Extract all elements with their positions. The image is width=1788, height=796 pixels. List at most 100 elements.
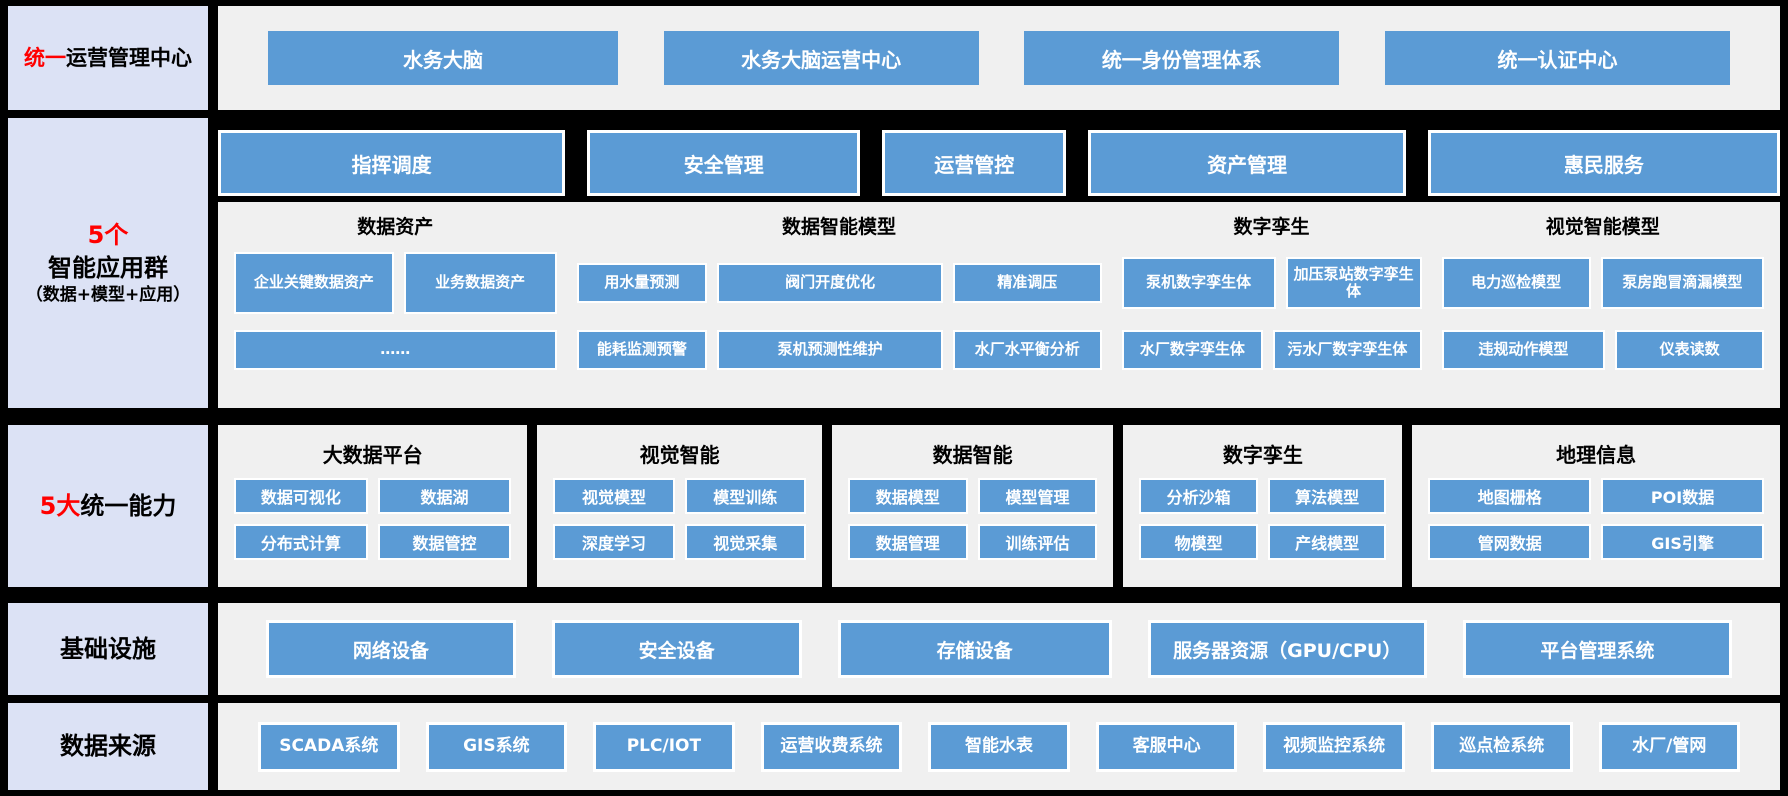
- map-raster-button[interactable]: 地图栅格: [1428, 478, 1592, 514]
- water-plant-digital-twin-button[interactable]: 水厂数字孪生体: [1121, 330, 1264, 370]
- gis-engine-button[interactable]: GIS引擎: [1601, 524, 1764, 560]
- production-line-model-button[interactable]: 产线模型: [1267, 524, 1387, 560]
- panel-data-intelligence: 数据智能 数据模型 模型管理 数据管理 训练评估: [831, 425, 1114, 587]
- group-data-assets: 数据资产 企业关键数据资产 业务数据资产 ……: [234, 210, 557, 400]
- panel-geographic-info-grid: 地图栅格 POI数据 管网数据 GIS引擎: [1428, 478, 1764, 560]
- pump-digital-twin-button[interactable]: 泵机数字孪生体: [1121, 257, 1276, 309]
- storage-equipment-button[interactable]: 存储设备: [837, 620, 1112, 678]
- vision-capture-button[interactable]: 视觉采集: [684, 524, 806, 560]
- model-management-button[interactable]: 模型管理: [977, 478, 1098, 514]
- panel-geographic-info-title: 地理信息: [1556, 443, 1637, 467]
- section-unified-capabilities: 5大统一能力 大数据平台 数据可视化 数据湖 分布式计算 数据管控 视觉智能 视…: [8, 425, 1780, 587]
- row-label-capabilities-highlight: 5大: [39, 491, 81, 520]
- violation-action-model-button[interactable]: 违规动作模型: [1441, 330, 1606, 370]
- group-data-assets-row2: ……: [234, 326, 557, 374]
- pump-predictive-maintenance-button[interactable]: 泵机预测性维护: [717, 330, 943, 370]
- data-model-button[interactable]: 数据模型: [847, 478, 968, 514]
- valve-opening-optimization-button[interactable]: 阀门开度优化: [717, 263, 943, 303]
- row-label-app-groups: 5个 智能应用群 （数据+模型+应用）: [8, 118, 208, 408]
- energy-monitoring-alert-button[interactable]: 能耗监测预警: [576, 330, 708, 370]
- section-unified-ops-center: 统一运营管理中心 水务大脑 水务大脑运营中心 统一身份管理体系 统一认证中心: [8, 6, 1780, 110]
- panel-geographic-info: 地理信息 地图栅格 POI数据 管网数据 GIS引擎: [1412, 425, 1780, 587]
- group-vision-models-row1: 电力巡检模型 泵房跑冒滴漏模型: [1441, 248, 1764, 318]
- deep-learning-button[interactable]: 深度学习: [553, 524, 675, 560]
- panel-data-intelligence-grid: 数据模型 模型管理 数据管理 训练评估: [847, 478, 1098, 560]
- asset-management-button[interactable]: 资产管理: [1088, 130, 1406, 196]
- panel-digital-twin: 数字孪生 分析沙箱 算法模型 物模型 产线模型: [1123, 425, 1403, 587]
- network-equipment-button[interactable]: 网络设备: [266, 620, 516, 678]
- training-evaluation-button[interactable]: 训练评估: [977, 524, 1098, 560]
- app-domain-header-strip: 指挥调度 安全管理 运营管控 资产管理 惠民服务: [218, 130, 1781, 196]
- identity-management-button[interactable]: 统一身份管理体系: [1024, 31, 1340, 85]
- billing-system-button[interactable]: 运营收费系统: [760, 721, 903, 772]
- scada-system-button[interactable]: SCADA系统: [258, 721, 400, 772]
- safety-management-button[interactable]: 安全管理: [587, 130, 861, 196]
- group-data-assets-row1: 企业关键数据资产 业务数据资产: [234, 248, 557, 318]
- video-surveillance-system-button[interactable]: 视频监控系统: [1263, 721, 1405, 772]
- data-lake-button[interactable]: 数据湖: [377, 478, 512, 514]
- group-vision-models-row2: 违规动作模型 仪表读数: [1441, 326, 1764, 374]
- group-data-intelligence-models: 数据智能模型 用水量预测 阀门开度优化 精准调压 能耗监测预警 泵机预测性维护 …: [576, 210, 1102, 400]
- security-equipment-button[interactable]: 安全设备: [551, 620, 802, 678]
- pipe-network-data-button[interactable]: 管网数据: [1428, 524, 1592, 560]
- enterprise-key-data-asset-button[interactable]: 企业关键数据资产: [234, 252, 394, 314]
- customer-service-center-button[interactable]: 客服中心: [1095, 721, 1238, 772]
- water-usage-forecast-button[interactable]: 用水量预测: [576, 263, 708, 303]
- app-groups-panel: 数据资产 企业关键数据资产 业务数据资产 …… 数据智能模型 用水量预测 阀门开…: [218, 202, 1780, 408]
- infrastructure-panel: 网络设备 安全设备 存储设备 服务器资源（GPU/CPU） 平台管理系统: [218, 603, 1780, 695]
- operation-control-button[interactable]: 运营管控: [882, 130, 1067, 196]
- group-data-intelligence-models-row2: 能耗监测预警 泵机预测性维护 水厂水平衡分析: [576, 326, 1102, 374]
- meter-reading-button[interactable]: 仪表读数: [1615, 330, 1764, 370]
- group-data-assets-title: 数据资产: [357, 215, 434, 238]
- more-ellipsis-button[interactable]: ……: [234, 330, 557, 370]
- section-data-sources: 数据来源 SCADA系统 GIS系统 PLC/IOT 运营收费系统 智能水表 客…: [8, 703, 1780, 790]
- section-app-groups: 5个 智能应用群 （数据+模型+应用） 指挥调度 安全管理 运营管控 资产管理 …: [8, 118, 1781, 408]
- section-infrastructure: 基础设施 网络设备 安全设备 存储设备 服务器资源（GPU/CPU） 平台管理系…: [8, 603, 1780, 695]
- data-management-button[interactable]: 数据管理: [847, 524, 968, 560]
- group-data-intelligence-models-row1: 用水量预测 阀门开度优化 精准调压: [576, 248, 1102, 318]
- panel-big-data-platform-title: 大数据平台: [322, 443, 423, 467]
- row-label-app-groups-count: 5个: [87, 221, 129, 250]
- distributed-computing-button[interactable]: 分布式计算: [234, 524, 368, 560]
- power-inspection-model-button[interactable]: 电力巡检模型: [1441, 257, 1591, 309]
- platform-management-system-button[interactable]: 平台管理系统: [1462, 620, 1733, 678]
- row-label-capabilities-rest: 统一能力: [80, 491, 177, 520]
- data-visualization-button[interactable]: 数据可视化: [234, 478, 368, 514]
- vision-model-button[interactable]: 视觉模型: [553, 478, 675, 514]
- water-brain-button[interactable]: 水务大脑: [268, 31, 618, 85]
- smart-water-meter-button[interactable]: 智能水表: [928, 721, 1070, 772]
- sewage-plant-digital-twin-button[interactable]: 污水厂数字孪生体: [1273, 330, 1422, 370]
- plant-water-balance-analysis-button[interactable]: 水厂水平衡分析: [952, 330, 1102, 370]
- thing-model-button[interactable]: 物模型: [1139, 524, 1258, 560]
- command-dispatch-button[interactable]: 指挥调度: [218, 130, 566, 196]
- precise-pressure-regulation-button[interactable]: 精准调压: [952, 263, 1102, 303]
- pump-room-leakage-model-button[interactable]: 泵房跑冒滴漏模型: [1600, 257, 1764, 309]
- row-label-infrastructure: 基础设施: [8, 603, 208, 695]
- row-label-data-sources: 数据来源: [8, 703, 208, 790]
- water-brain-ops-center-button[interactable]: 水务大脑运营中心: [663, 31, 979, 85]
- water-plant-pipe-network-button[interactable]: 水厂/管网: [1598, 721, 1741, 772]
- patrol-inspection-system-button[interactable]: 巡点检系统: [1430, 721, 1573, 772]
- analysis-sandbox-button[interactable]: 分析沙箱: [1139, 478, 1258, 514]
- poi-data-button[interactable]: POI数据: [1601, 478, 1764, 514]
- panel-digital-twin-grid: 分析沙箱 算法模型 物模型 产线模型: [1139, 478, 1387, 560]
- server-resources-button[interactable]: 服务器资源（GPU/CPU）: [1147, 620, 1427, 678]
- data-governance-button[interactable]: 数据管控: [377, 524, 512, 560]
- model-training-button[interactable]: 模型训练: [684, 478, 806, 514]
- booster-station-digital-twin-button[interactable]: 加压泵站数字孪生体: [1285, 257, 1422, 309]
- plc-iot-button[interactable]: PLC/IOT: [593, 721, 735, 772]
- gis-system-button[interactable]: GIS系统: [425, 721, 568, 772]
- panel-data-intelligence-title: 数据智能: [932, 443, 1013, 467]
- group-digital-twin-apps-title: 数字孪生: [1233, 215, 1310, 238]
- row-label-unified-ops-rest: 运营管理中心: [66, 45, 192, 70]
- row-label-unified-ops: 统一运营管理中心: [8, 6, 208, 110]
- group-digital-twin-apps: 数字孪生 泵机数字孪生体 加压泵站数字孪生体 水厂数字孪生体 污水厂数字孪生体: [1121, 210, 1422, 400]
- business-data-asset-button[interactable]: 业务数据资产: [403, 252, 557, 314]
- panel-digital-twin-title: 数字孪生: [1222, 443, 1303, 467]
- citizen-service-button[interactable]: 惠民服务: [1427, 130, 1781, 196]
- group-digital-twin-apps-row2: 水厂数字孪生体 污水厂数字孪生体: [1121, 326, 1422, 374]
- panel-big-data-platform: 大数据平台 数据可视化 数据湖 分布式计算 数据管控: [218, 425, 528, 587]
- unified-auth-center-button[interactable]: 统一认证中心: [1384, 31, 1730, 85]
- panel-vision-intelligence-title: 视觉智能: [639, 443, 720, 467]
- algorithm-model-button[interactable]: 算法模型: [1267, 478, 1387, 514]
